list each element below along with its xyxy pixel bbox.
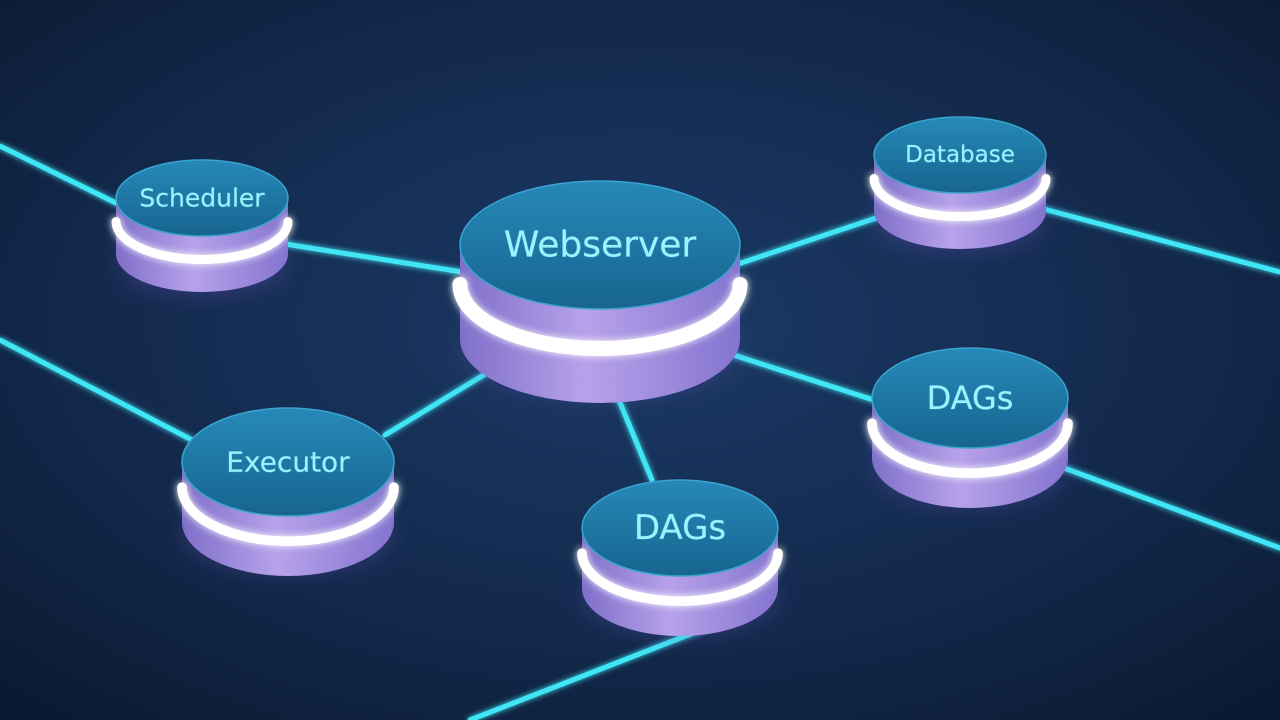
node-light-band <box>869 174 1051 221</box>
node-light-band <box>177 482 399 546</box>
node-top <box>873 116 1047 194</box>
node-label-dags-right: DAGs <box>927 379 1014 417</box>
node-label-database: Database <box>905 142 1015 168</box>
node-webserver: Webserver <box>452 180 748 403</box>
edge-webserver-to-dags-bottom <box>611 385 655 483</box>
node-dags-bottom: DAGs <box>577 479 783 636</box>
node-top <box>115 159 289 237</box>
node-top <box>581 479 779 577</box>
node-scheduler: Scheduler <box>111 159 293 292</box>
node-database: Database <box>869 116 1051 249</box>
network-link-5 <box>467 625 709 720</box>
node-light-band <box>452 276 748 356</box>
node-top <box>871 347 1069 449</box>
node-light-band <box>867 418 1073 478</box>
edge-webserver-to-scheduler <box>282 241 465 275</box>
network-link-4 <box>1045 459 1280 551</box>
node-dags-right: DAGs <box>867 347 1073 508</box>
edge-webserver-to-executor <box>382 362 503 438</box>
node-label-webserver: Webserver <box>504 225 697 266</box>
node-label-executor: Executor <box>226 446 350 479</box>
edge-webserver-to-dags-right <box>715 347 883 405</box>
network-link-2 <box>0 337 195 443</box>
node-top <box>459 180 741 310</box>
node-label-scheduler: Scheduler <box>139 184 265 213</box>
node-label-dags-bottom: DAGs <box>634 508 726 548</box>
node-executor: Executor <box>177 407 399 576</box>
node-top <box>181 407 395 517</box>
network-link-3 <box>1037 205 1280 275</box>
edge-webserver-to-database <box>735 207 903 267</box>
node-light-band <box>577 548 783 606</box>
network-link-1 <box>0 143 121 207</box>
node-light-band <box>111 217 293 264</box>
